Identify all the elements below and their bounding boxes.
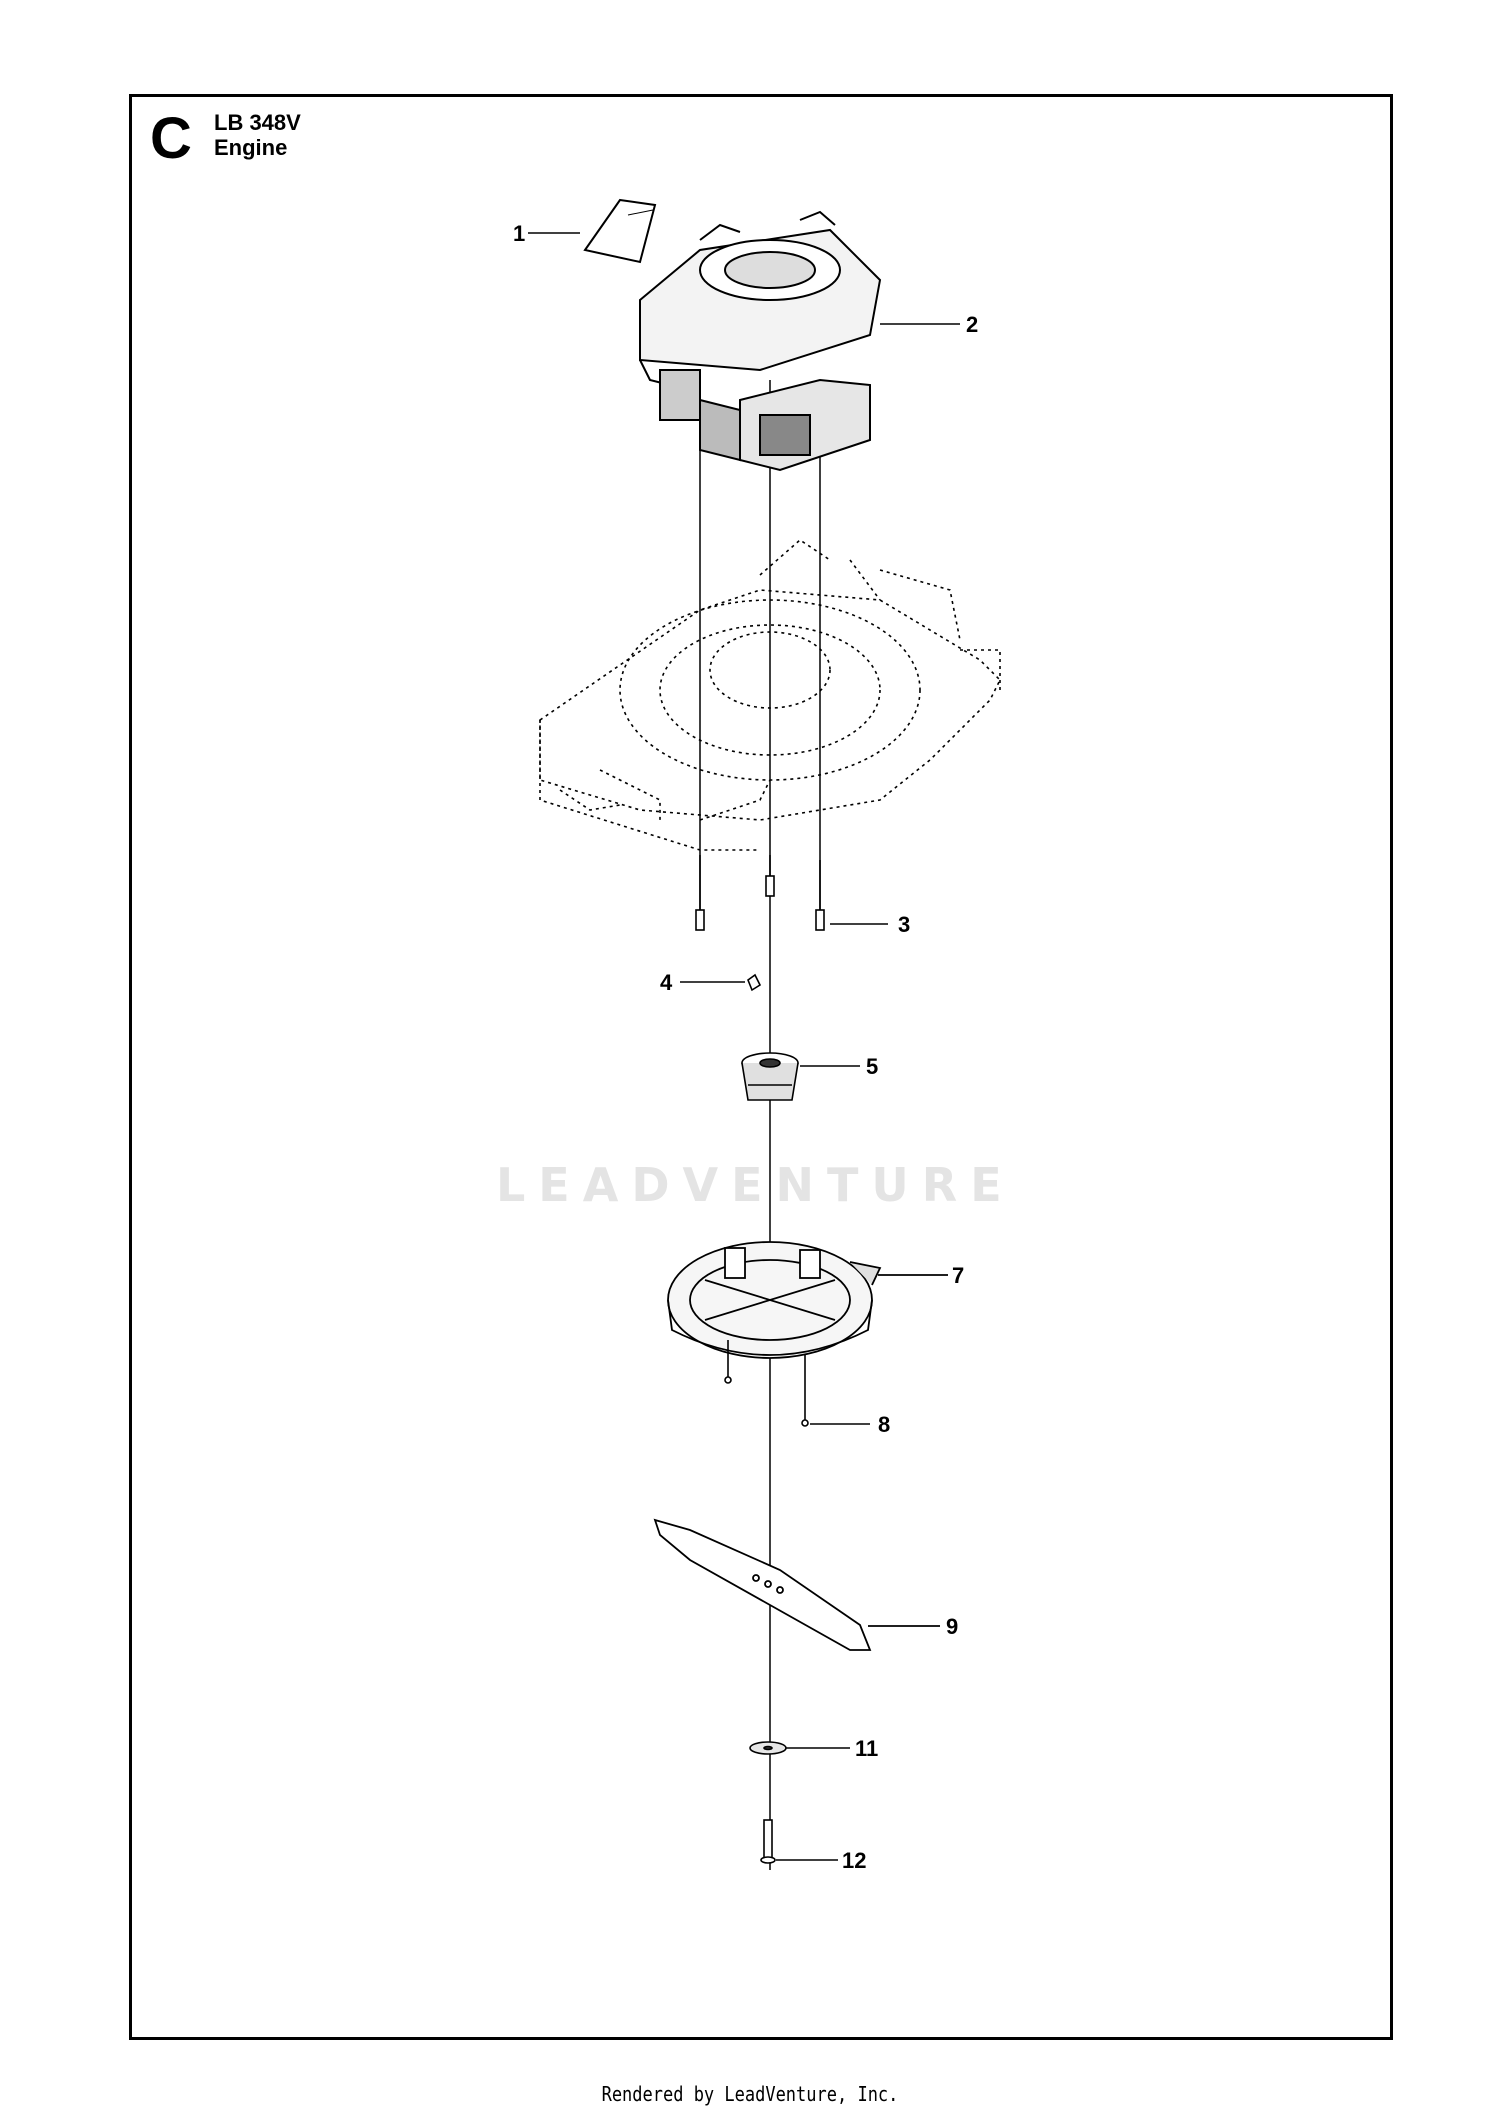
blade-disc-part [667,1241,948,1359]
callout-5[interactable]: 5 [866,1054,879,1079]
callout-3[interactable]: 3 [898,912,911,937]
key-part [680,973,762,992]
engine-part [639,210,882,472]
model-title: LB 348V [214,110,301,135]
callout-9[interactable]: 9 [946,1614,959,1639]
decal-part [583,198,657,264]
small-screw-parts [724,1340,870,1427]
callout-4[interactable]: 4 [660,970,673,995]
bolt-part [760,1819,838,1864]
footer-credit: Rendered by LeadVenture, Inc. [601,2082,899,2106]
hub-part [741,1052,860,1101]
mower-deck [539,538,1001,851]
callout-11[interactable]: 11 [855,1736,879,1761]
section-letter: C [150,106,192,171]
washer-part [749,1741,850,1755]
callout-12[interactable]: 12 [842,1848,867,1873]
blade-part [653,1518,940,1651]
section-title: Engine [214,135,288,160]
screw-parts [695,855,888,931]
diagram-frame [129,94,1393,2040]
callout-8[interactable]: 8 [878,1412,891,1437]
callout-1[interactable]: 1 [513,221,526,246]
callout-7[interactable]: 7 [952,1263,965,1288]
callout-2[interactable]: 2 [966,312,979,337]
watermark: LEADVENTURE [496,1158,1015,1212]
